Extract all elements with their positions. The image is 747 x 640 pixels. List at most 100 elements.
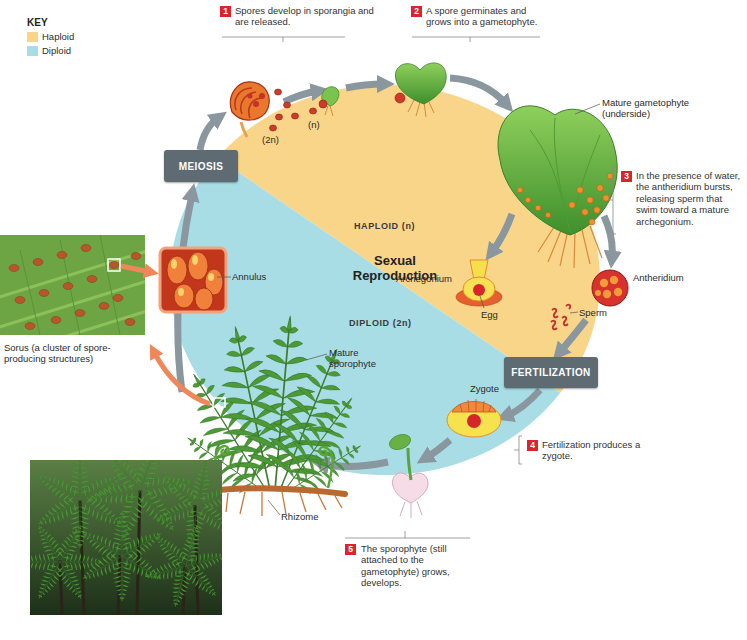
tree-fern-photo (130, 460, 169, 494)
young-sporophyte (393, 473, 428, 503)
sorus-photo (108, 259, 120, 271)
tree-fern-photo (78, 510, 166, 601)
callout-number: 2 (411, 6, 422, 17)
tree-fern-photo (180, 560, 222, 602)
sorus-photo (109, 262, 119, 269)
legend-swatch (27, 32, 38, 42)
mature-gametophyte (575, 104, 600, 114)
tree-fern-photo (152, 496, 201, 529)
tree-fern-photo (143, 523, 222, 610)
sorus-photo (57, 252, 67, 259)
callout-bracket (345, 531, 470, 538)
sorus-photo (63, 283, 73, 290)
tree-fern-photo (152, 460, 222, 552)
tree-fern-photo (112, 486, 151, 543)
mature-gametophyte (577, 187, 583, 193)
sporangium-illustration (230, 82, 269, 120)
tree-fern-photo (75, 491, 127, 533)
tree-fern-photo (178, 523, 206, 569)
step-text: In the presence of water, the antheridiu… (636, 170, 744, 227)
process-box: MEIOSIS (164, 150, 238, 182)
sporangium-illustration (248, 94, 253, 99)
sporangium-illustration (235, 88, 262, 118)
sorus-photo (9, 245, 141, 330)
fern-sporophyte (215, 446, 228, 488)
fern-sporophyte (205, 488, 345, 494)
sorus-photo (51, 317, 61, 324)
fern-sporophyte (208, 492, 342, 516)
tree-fern-photo (113, 510, 132, 556)
part-label: Egg (481, 309, 498, 320)
tree-fern-photo (117, 548, 166, 587)
sorus-photo (39, 290, 49, 297)
region-shape (165, 150, 565, 480)
callout-number: 3 (621, 171, 632, 182)
sorus-photo (25, 323, 35, 330)
sorus-photo (0, 235, 145, 335)
callout-bracket (222, 37, 345, 42)
region-band: DIPLOID (2n) (165, 150, 565, 480)
step-text: Spores develop in sporangia and are rele… (235, 5, 375, 28)
part-label: Mature sporophyte (329, 347, 389, 370)
tree-fern-photo (33, 491, 85, 533)
tree-fern-photo (150, 530, 192, 572)
tree-fern-photo (117, 525, 166, 564)
fern-sporophyte (268, 500, 280, 515)
part-label: Sperm (579, 307, 607, 318)
step-text: Fertilization produces a zygote. (542, 439, 652, 462)
tree-fern-photo (195, 481, 222, 514)
box-label: FERTILIZATION (511, 367, 590, 378)
part-label: Archegonium (396, 273, 452, 284)
part-label: (2n) (262, 134, 279, 145)
sorus-photo (87, 276, 97, 283)
sorus-photo (0, 235, 145, 335)
part-label: (n) (308, 119, 320, 130)
part-label: Sorus (a cluster of spore-producing stru… (4, 342, 144, 365)
sorus-photo (125, 319, 135, 326)
tree-fern-photo (52, 558, 88, 604)
tree-fern-photo (31, 521, 67, 567)
tree-fern-photo (30, 460, 222, 615)
sporangium-illustration (259, 93, 265, 99)
tree-fern-photo (31, 558, 67, 604)
sorus-photo (81, 245, 91, 252)
step-text: The sporophyte (still attached to the ga… (361, 543, 473, 589)
tree-fern-photo (75, 467, 127, 509)
sorus-photo (15, 297, 25, 304)
sporangium-illustration (253, 101, 259, 107)
callout-number: 1 (220, 6, 231, 17)
tree-fern-photo (30, 460, 222, 615)
antheridium-illustration (603, 290, 611, 298)
tree-fern-photo (143, 558, 189, 586)
callout-bracket (514, 436, 522, 464)
mature-gametophyte (607, 173, 613, 179)
mature-gametophyte (603, 195, 609, 201)
process-box: FERTILIZATION (504, 357, 598, 388)
legend-text: Diploid (42, 45, 71, 56)
tree-fern-photo (78, 525, 127, 564)
tree-fern-photo (132, 483, 183, 538)
region-label: HAPLOID (n) (354, 221, 415, 231)
callout-bracket (608, 166, 616, 234)
part-label: Annulus (232, 271, 266, 282)
tree-fern-photo (167, 564, 195, 610)
legend-text: Haploid (42, 31, 74, 42)
tree-fern-photo (157, 469, 204, 513)
young-sporophyte (400, 501, 422, 518)
tree-fern-photo (60, 553, 103, 570)
antheridium-illustration (610, 276, 618, 284)
tree-fern-photo (78, 548, 127, 587)
tree-fern-photo (181, 503, 207, 551)
tree-fern-photo (70, 460, 90, 500)
legend-heading: KEY (27, 17, 48, 29)
sorus-photo (20, 235, 120, 335)
tree-fern-photo (113, 556, 132, 602)
sorus-photo (131, 253, 141, 260)
sorus-photo (113, 295, 123, 302)
sorus-photo (33, 259, 43, 266)
tree-fern-photo (52, 521, 88, 567)
tree-fern-photo (192, 498, 222, 542)
sorus-photo (0, 250, 145, 335)
tree-fern-photo (138, 470, 194, 501)
tree-fern-photo (97, 460, 148, 497)
